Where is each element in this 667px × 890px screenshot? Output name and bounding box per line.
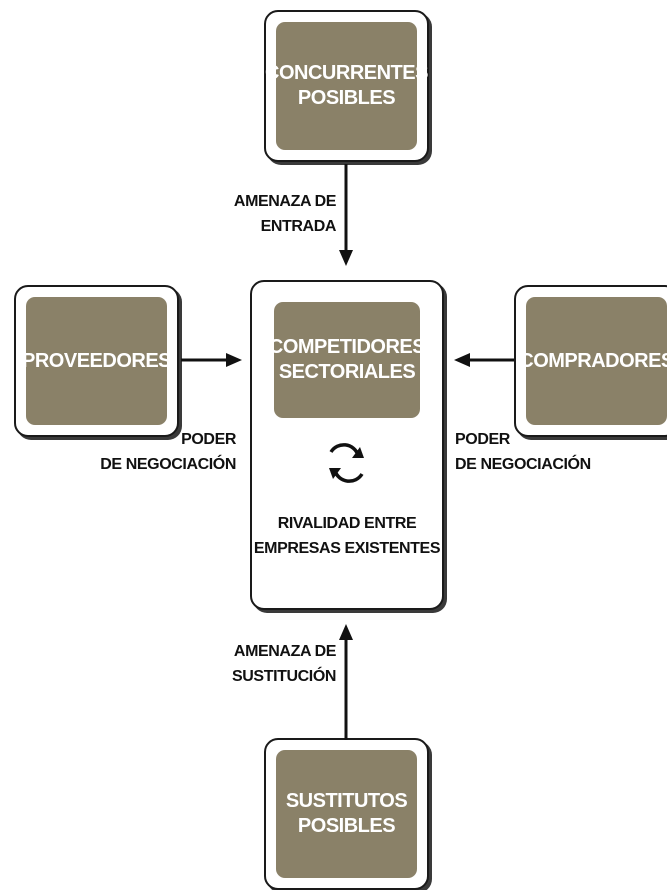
arrow-buyer-power [454,353,514,367]
entry-threat-label-line2: ENTRADA [260,217,337,235]
supplier-power-label-line1: PODER [181,431,236,448]
rivalry-label-line2: EMPRESAS EXISTENTES [253,539,441,557]
substitutes-label-line1: SUSTITUTOS [285,790,408,812]
entry-threat-label-line1: AMENAZA DE [233,193,336,210]
competitors-box: COMPETIDORES SECTORIALES [269,302,426,418]
buyer-power-label-line1: PODER [455,431,510,448]
arrow-substitution-threat [339,624,353,740]
competitors-frame: COMPETIDORES SECTORIALES RIVALIDAD ENTRE… [250,280,444,610]
suppliers-label: PROVEEDORES [22,349,171,372]
entrants-label-line1: CONCURRENTES [265,62,428,84]
buyer-power-label-line2: DE NEGOCIACIÓN [455,455,591,473]
suppliers-box: PROVEEDORES [22,297,171,425]
buyer-power-label: PODER DE NEGOCIACIÓN [455,428,595,478]
substitution-threat-label-line2: SUSTITUCIÓN [232,667,337,685]
rivalry-cycle-icon [329,443,364,483]
entry-threat-label: AMENAZA DE ENTRADA [232,190,336,240]
connectors-layer [181,164,514,740]
supplier-power-label: PODER DE NEGOCIACIÓN [100,428,236,478]
substitution-threat-label-line1: AMENAZA DE [233,643,336,660]
rivalry-label-line1: RIVALIDAD ENTRE [277,515,417,532]
entrants-frame: CONCURRENTES POSIBLES [264,10,429,162]
competitors-label-line2: SECTORIALES [278,361,416,383]
supplier-power-label-line2: DE NEGOCIACIÓN [100,455,236,473]
buyers-label: COMPRADORES [519,349,667,372]
suppliers-frame: PROVEEDORES [14,285,179,437]
arrow-supplier-power [181,353,242,367]
entrants-box: CONCURRENTES POSIBLES [265,22,428,150]
rivalry-label: RIVALIDAD ENTRE EMPRESAS EXISTENTES [252,512,442,562]
substitution-threat-label: AMENAZA DE SUSTITUCIÓN [232,640,336,690]
buyers-frame: COMPRADORES [514,285,667,437]
competitors-label-line1: COMPETIDORES [268,336,426,358]
buyers-box: COMPRADORES [519,297,667,425]
entrants-label-line2: POSIBLES [297,87,396,109]
arrow-entry-threat [339,164,353,266]
